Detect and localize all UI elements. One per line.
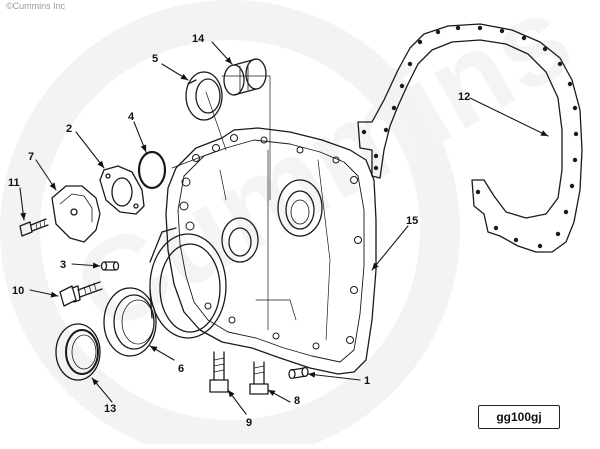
callout-13: 13	[104, 403, 116, 415]
callout-1: 1	[364, 375, 370, 387]
callout-8: 8	[294, 395, 300, 407]
callout-7: 7	[28, 151, 34, 163]
dowel-pin-part-1	[288, 366, 309, 380]
callout-11: 11	[8, 177, 20, 189]
callout-5: 5	[152, 53, 158, 65]
front-bore	[149, 227, 227, 339]
capscrew-part-11	[19, 218, 49, 237]
leader-lines	[19, 41, 549, 415]
drawing-code: gg100gj	[496, 410, 542, 424]
capscrew-part-10	[59, 281, 103, 307]
callout-2: 2	[66, 123, 72, 135]
callout-labels: 1 2 3 4 5 6 7 8 9 10 11 12 13 14 15	[8, 33, 470, 429]
dowel-part-3	[100, 261, 120, 271]
callout-9: 9	[246, 417, 252, 429]
copyright-text: ©Cummins Inc	[6, 1, 66, 11]
callout-4: 4	[128, 111, 135, 123]
callout-3: 3	[60, 259, 66, 271]
gasket-part-2	[99, 165, 145, 215]
callout-6: 6	[178, 363, 184, 375]
callout-12: 12	[458, 91, 470, 103]
stud-part-9	[209, 351, 229, 393]
gasket-part-12	[357, 23, 583, 253]
drawing-code-box: gg100gj	[478, 405, 560, 429]
callout-15: 15	[406, 215, 418, 227]
stud-part-8	[249, 361, 269, 395]
callout-10: 10	[12, 285, 24, 297]
bushing-part-14	[223, 58, 267, 96]
cover-plate-part-7	[51, 185, 101, 243]
o-ring-part-4	[137, 150, 167, 190]
seal-ring-part-13	[55, 323, 101, 381]
seal-part-6	[103, 287, 157, 357]
callout-14: 14	[192, 33, 205, 45]
gear-cover-part-15	[165, 127, 377, 375]
seal-part-5	[185, 71, 223, 121]
